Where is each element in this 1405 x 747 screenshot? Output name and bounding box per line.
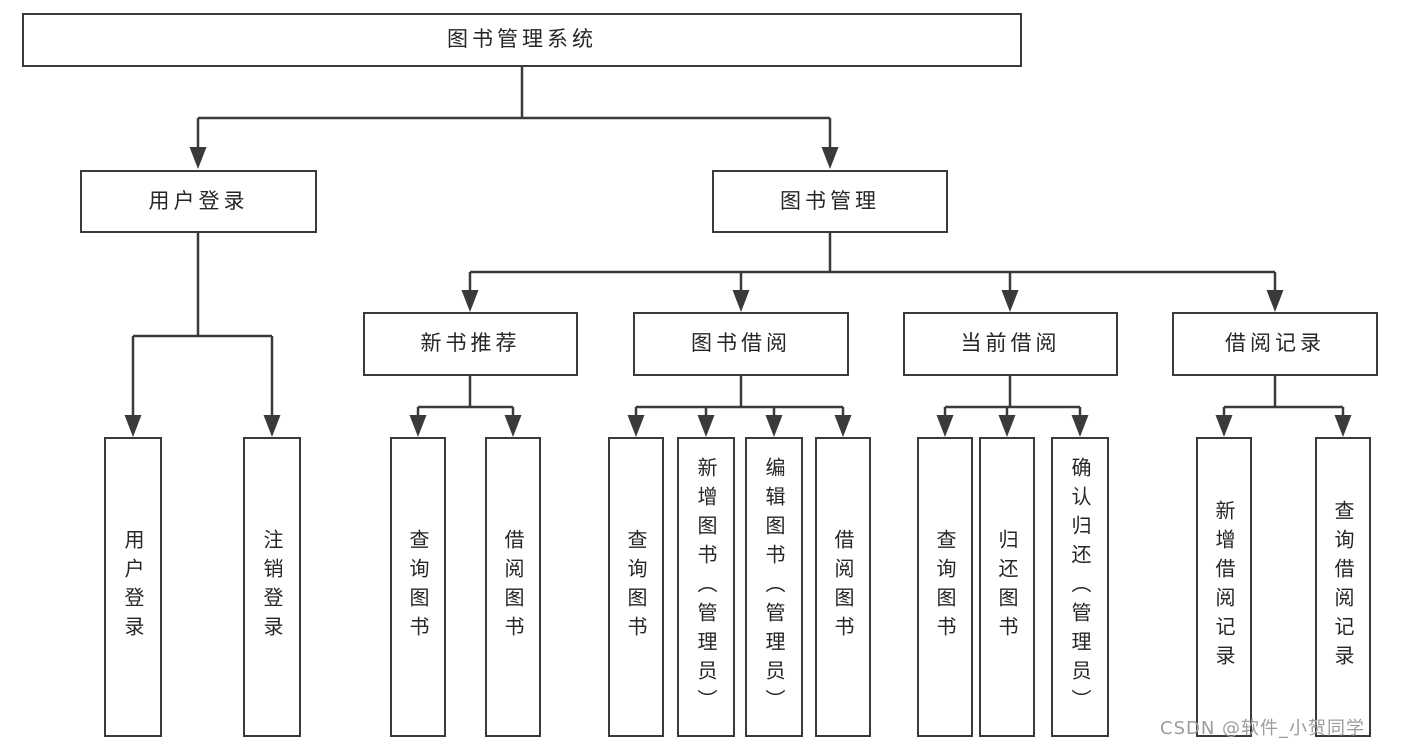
node-borrowing-records: 借阅记录: [1172, 312, 1378, 376]
arrow-down-icon: [1215, 415, 1233, 437]
node-leaf-query-books-borrowing: 查询图书: [608, 437, 664, 737]
node-new-book-recommend: 新书推荐: [363, 312, 578, 376]
node-leaf-add-books-admin: 新增图书（管理员）: [677, 437, 735, 737]
node-book-borrowing: 图书借阅: [633, 312, 849, 376]
arrow-down-icon: [189, 147, 207, 169]
node-leaf-query-borrow-record: 查询借阅记录: [1315, 437, 1371, 737]
node-leaf-borrow-books-recommend: 借阅图书: [485, 437, 541, 737]
arrowheads: [124, 147, 1352, 437]
arrow-down-icon: [1266, 290, 1284, 312]
arrow-down-icon: [263, 415, 281, 437]
node-leaf-user-login: 用户登录: [104, 437, 162, 737]
node-leaf-return-books: 归还图书: [979, 437, 1035, 737]
arrow-down-icon: [504, 415, 522, 437]
arrow-down-icon: [765, 415, 783, 437]
tree-edges: [131, 67, 1345, 419]
arrow-down-icon: [697, 415, 715, 437]
node-root-system: 图书管理系统: [22, 13, 1022, 67]
arrow-down-icon: [1334, 415, 1352, 437]
node-user-login-module: 用户登录: [80, 170, 317, 233]
node-book-management-module: 图书管理: [712, 170, 948, 233]
node-leaf-confirm-return-admin: 确认归还（管理员）: [1051, 437, 1109, 737]
arrow-down-icon: [821, 147, 839, 169]
arrow-down-icon: [732, 290, 750, 312]
node-leaf-borrow-books-borrowing: 借阅图书: [815, 437, 871, 737]
arrow-down-icon: [998, 415, 1016, 437]
arrow-down-icon: [409, 415, 427, 437]
node-current-borrowing: 当前借阅: [903, 312, 1118, 376]
arrow-down-icon: [1001, 290, 1019, 312]
arrow-down-icon: [627, 415, 645, 437]
node-leaf-edit-books-admin: 编辑图书（管理员）: [745, 437, 803, 737]
csdn-watermark: CSDN @软件_小贺同学: [1160, 718, 1366, 739]
arrow-down-icon: [124, 415, 142, 437]
arrow-down-icon: [461, 290, 479, 312]
arrow-down-icon: [936, 415, 954, 437]
node-leaf-add-borrow-record: 新增借阅记录: [1196, 437, 1252, 737]
arrow-down-icon: [834, 415, 852, 437]
arrow-down-icon: [1071, 415, 1089, 437]
node-leaf-query-books-recommend: 查询图书: [390, 437, 446, 737]
node-leaf-query-books-current: 查询图书: [917, 437, 973, 737]
node-leaf-logout: 注销登录: [243, 437, 301, 737]
